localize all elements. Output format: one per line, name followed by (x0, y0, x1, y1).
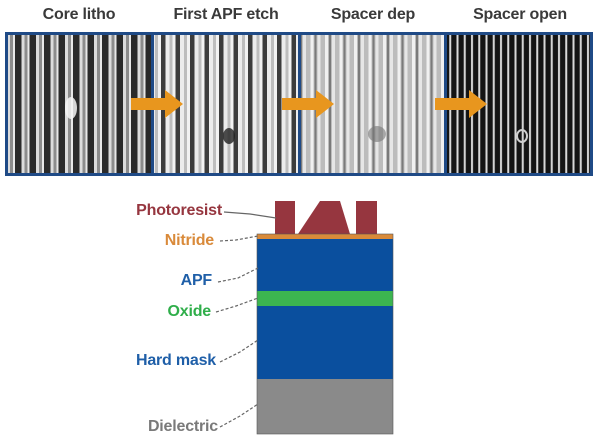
step-label-spacer-open: Spacer open (473, 6, 567, 23)
leader-oxide (215, 297, 259, 313)
dielectric-layer (257, 379, 393, 434)
sem-image-strip (5, 32, 593, 176)
leader-dielectric (219, 403, 259, 428)
sem-core-litho (8, 35, 151, 173)
label-photoresist: Photoresist (136, 202, 222, 219)
step-label-core-litho: Core litho (42, 6, 116, 23)
sem-images (8, 35, 590, 173)
process-arrow-3 (435, 90, 487, 118)
apf-layer (257, 239, 393, 291)
oxide-layer (257, 291, 393, 306)
photoresist-block-right (356, 201, 377, 234)
hard-mask-layer (257, 306, 393, 379)
label-apf: APF (180, 272, 213, 289)
step-label-spacer-dep: Spacer dep (330, 6, 416, 23)
step-label-first-apf-etch: First APF etch (173, 6, 279, 23)
leader-hard-mask (219, 339, 259, 363)
leader-apf (217, 267, 259, 283)
nitride-layer (257, 234, 393, 239)
process-arrow-1 (131, 90, 183, 118)
process-arrow-2 (282, 90, 334, 118)
label-oxide: Oxide (167, 303, 212, 320)
label-dielectric: Dielectric (147, 418, 218, 435)
photoresist-block-middle (298, 201, 350, 234)
label-nitride: Nitride (164, 232, 214, 249)
leader-photoresist (223, 211, 277, 219)
label-hard-mask: Hard mask (135, 352, 216, 369)
photoresist-block-left (275, 201, 295, 234)
leader-nitride (219, 235, 259, 242)
